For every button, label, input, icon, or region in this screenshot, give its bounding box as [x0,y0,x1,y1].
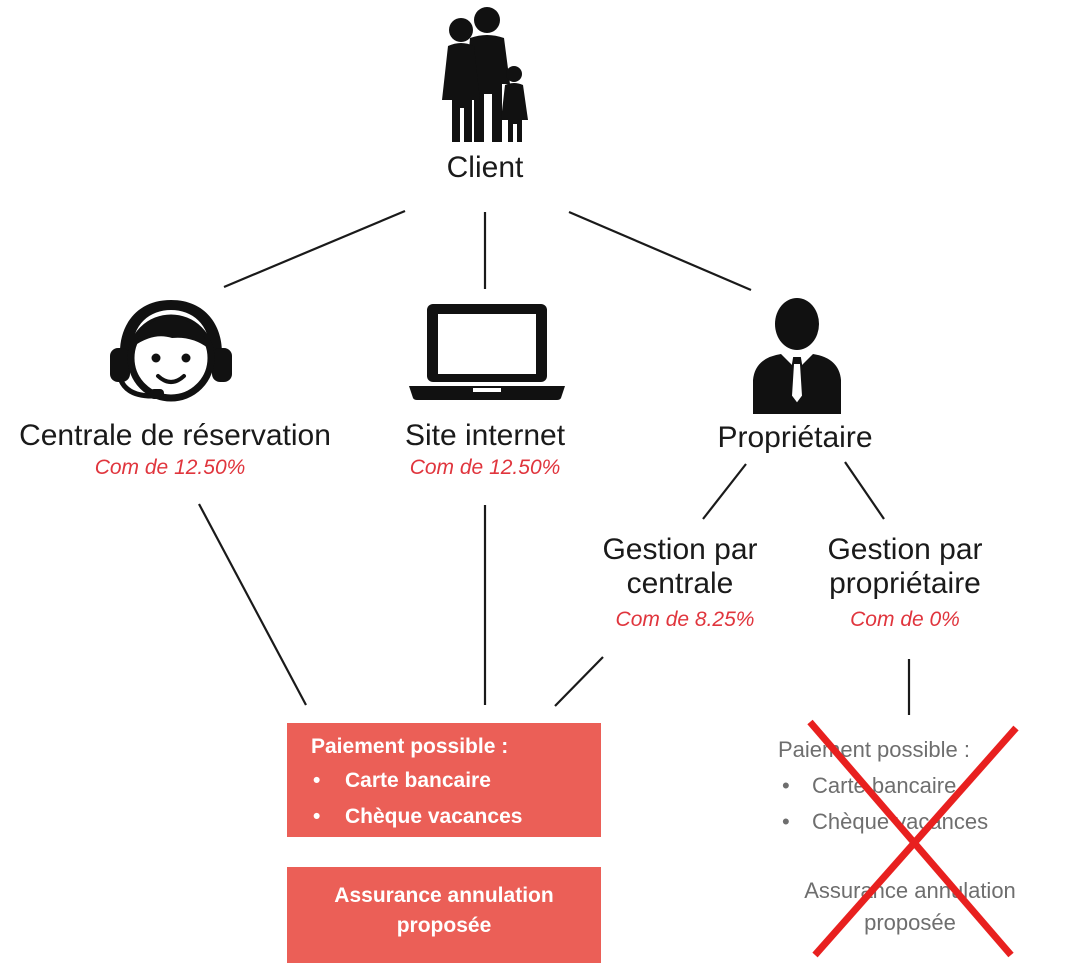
bullet: • [313,805,321,828]
crossed-payment-title: Paiement possible : [778,737,970,762]
payment-title: Paiement possible : [311,735,509,758]
line-gestion-centrale-payment [554,656,604,707]
payment-list: • Carte bancaire • Chèque vacances [311,763,601,835]
line-centrale-payment [198,503,307,706]
insurance-line1: Assurance annulation [334,884,554,907]
payment-item: • Chèque vacances [311,799,601,835]
insurance-box: Assurance annulation proposée [287,867,601,963]
laptop-icon [407,300,567,404]
centrale-commission: Com de 12.50% [94,456,246,479]
family-icon [430,4,535,144]
payment-item-label: Chèque vacances [345,805,523,828]
headset-operator-icon [106,296,236,416]
crossed-payment-item-label: Carte bancaire [812,773,957,798]
payment-item: • Carte bancaire [311,763,601,799]
crossed-insurance-line1: Assurance annulation [804,878,1016,903]
line-proprietaire-centrale [702,463,747,520]
gestion-proprietaire-commission: Com de 0% [850,608,960,631]
line-client-proprietaire [568,210,752,292]
insurance-line2: proposée [396,914,492,937]
centrale-label: Centrale de réservation [19,419,331,452]
gestion-centrale-commission: Com de 8.25% [615,608,755,631]
site-commission: Com de 12.50% [409,456,561,479]
site-label: Site internet [404,419,566,452]
payment-item-label: Carte bancaire [345,769,491,792]
payment-box: Paiement possible : • Carte bancaire • Chè… [287,723,601,837]
line-client-centrale [223,209,406,289]
bullet: • [313,769,321,792]
businessman-icon [747,296,847,416]
proprietaire-label: Propriétaire [717,421,873,454]
crossed-payment-item: • Carte bancaire [778,768,1068,804]
gestion-proprietaire-line1: Gestion par [827,533,983,566]
gestion-centrale-line1: Gestion par [602,533,758,566]
line-proprietaire-proprietaire [844,461,885,520]
client-label: Client [446,151,524,184]
bullet: • [782,773,790,798]
gestion-centrale-line2: centrale [626,567,734,600]
gestion-proprietaire-line2: propriétaire [829,567,981,600]
crossed-insurance-line2: proposée [864,910,956,935]
bullet: • [782,809,790,834]
